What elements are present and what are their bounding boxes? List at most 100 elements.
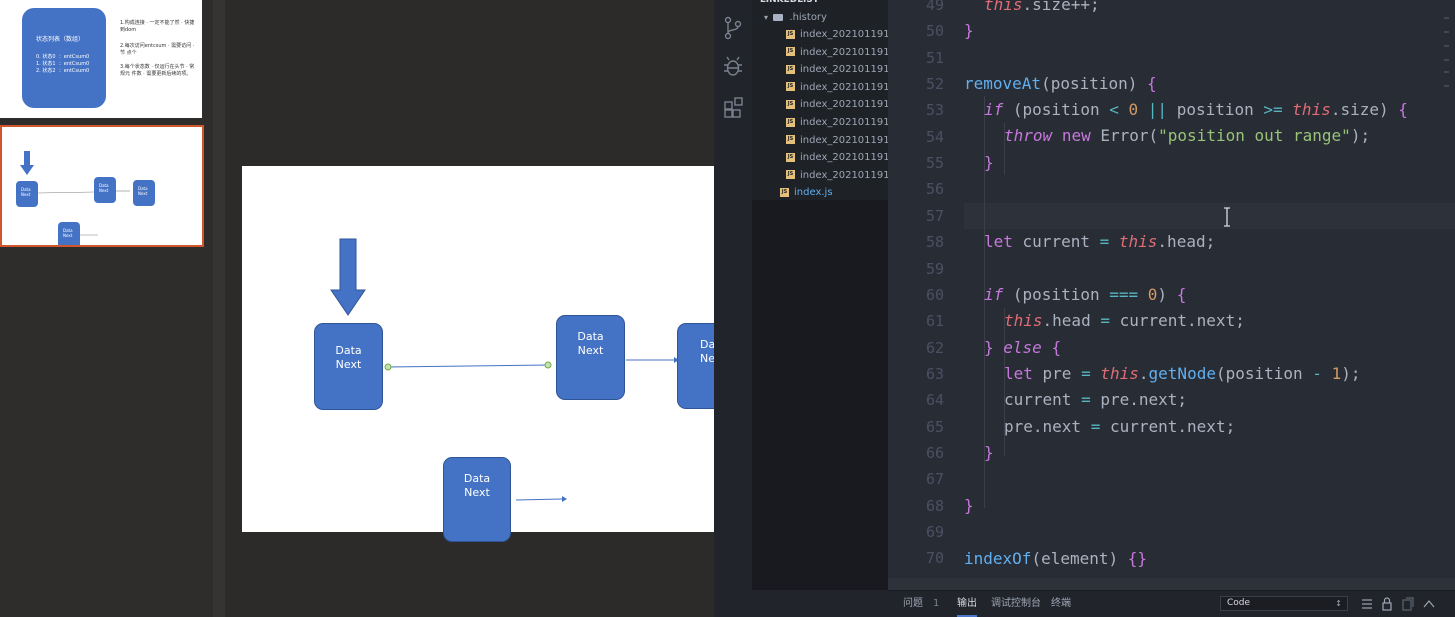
- problems-count-badge: 1: [933, 598, 940, 609]
- code-line-53: if (position < 0 || position >= this.siz…: [984, 100, 1408, 119]
- thumb2-node-3: Data Next: [133, 180, 155, 206]
- history-file-row[interactable]: JS index_202101191...: [752, 132, 888, 149]
- slide-connectors: [330, 238, 679, 502]
- line-number: 59: [925, 259, 944, 278]
- js-file-icon: JS: [786, 82, 795, 92]
- js-file-icon: JS: [786, 117, 795, 127]
- line-number: 62: [925, 338, 944, 357]
- active-tab-underline: [957, 615, 977, 617]
- tab-output[interactable]: 输出: [957, 591, 977, 617]
- line-number: 67: [925, 470, 944, 489]
- slide-thumbnail-panel: 状态列表（数组） 0. 状态0 ：entCsum0 1. 状态1 ：entCsu…: [0, 0, 213, 617]
- history-file-label: index_202101191...: [800, 134, 888, 146]
- history-folder-row[interactable]: ▾ .history: [752, 9, 888, 26]
- js-file-icon: JS: [786, 152, 795, 162]
- open-in-editor-icon[interactable]: [1402, 597, 1414, 611]
- history-file-row[interactable]: JS index_202101191...: [752, 44, 888, 61]
- connector-arrowhead-2: [674, 357, 679, 363]
- minimap-strip[interactable]: [1443, 10, 1451, 100]
- js-file-icon: JS: [786, 47, 795, 57]
- code-line-68: }: [964, 496, 974, 515]
- lock-scroll-icon[interactable]: [1382, 597, 1392, 611]
- connector-handle-start: [384, 363, 392, 371]
- line-number: 56: [925, 180, 944, 199]
- active-file-label: index.js: [794, 187, 833, 198]
- connector-arrowhead-3: [562, 496, 567, 502]
- tab-debug-console[interactable]: 调试控制台: [991, 598, 1041, 609]
- thumb2-arrows: [20, 151, 130, 236]
- folder-open-icon: [773, 13, 784, 21]
- thumb1-note-2: 2.每次访问entcsum · 需要访问 · 节 点个: [120, 43, 195, 56]
- code-line-62: } else {: [984, 338, 1062, 357]
- line-number: 52: [925, 75, 944, 94]
- js-file-icon: JS: [786, 170, 795, 180]
- debug-icon[interactable]: [724, 56, 742, 76]
- activity-bar: [714, 0, 752, 590]
- thumb2-node-4: Data Next: [58, 222, 80, 245]
- down-arrow-shape: [330, 238, 366, 316]
- slides-app: 状态列表（数组） 0. 状态0 ：entCsum0 1. 状态1 ：entCsu…: [0, 0, 715, 617]
- source-control-icon[interactable]: [724, 16, 742, 40]
- code-line-49: this.size++;: [984, 0, 1100, 14]
- history-file-row[interactable]: JS index_202101191...: [752, 167, 888, 184]
- output-channel-select[interactable]: Code ↕: [1220, 596, 1348, 611]
- clear-output-icon[interactable]: [1362, 599, 1372, 609]
- history-file-label: index_202101191...: [800, 152, 888, 164]
- horizontal-scrollbar[interactable]: [888, 578, 1455, 590]
- history-file-label: index_202101191...: [800, 81, 888, 93]
- history-file-label: index_202101191...: [800, 64, 888, 76]
- history-file-row[interactable]: JS index_202101191...: [752, 79, 888, 96]
- thumbnail-panel-divider[interactable]: [213, 0, 225, 617]
- history-file-row[interactable]: JS index_202101191...: [752, 149, 888, 166]
- text-cursor-icon: [1222, 207, 1232, 227]
- select-arrows-icon: ↕: [1335, 599, 1342, 608]
- indent-guide-3: [1004, 308, 1005, 456]
- code-line-65: pre.next = current.next;: [1004, 417, 1236, 436]
- chevron-down-icon: ▾: [764, 13, 769, 22]
- code-line-63: let pre = this.getNode(position - 1);: [1004, 364, 1361, 383]
- thumb2-node-1: Data Next: [16, 181, 38, 207]
- explorer-empty-space: [752, 200, 888, 590]
- line-number: 49: [925, 0, 944, 14]
- line-number: 57: [925, 206, 944, 225]
- history-file-label: index_202101191...: [800, 29, 888, 40]
- code-line-70: indexOf(element) {}: [964, 549, 1148, 568]
- line-number: 69: [925, 523, 944, 541]
- line-number: 54: [925, 127, 944, 146]
- line-number: 55: [925, 154, 944, 173]
- history-file-label: index_202101191...: [800, 46, 888, 58]
- indent-guide-1: [984, 96, 985, 508]
- code-line-55: }: [984, 153, 994, 172]
- code-line-50: }: [964, 21, 974, 40]
- tab-terminal[interactable]: 终端: [1051, 598, 1071, 609]
- maximize-panel-icon[interactable]: [1423, 600, 1435, 608]
- line-number: 51: [925, 48, 944, 67]
- line-number: 65: [925, 417, 944, 436]
- thumb1-rounded-box: [22, 8, 106, 108]
- slide-thumbnail-1[interactable]: 状态列表（数组） 0. 状态0 ：entCsum0 1. 状态1 ：entCsu…: [0, 0, 202, 118]
- line-number: 53: [925, 101, 944, 120]
- indent-guide-2: [1004, 123, 1005, 175]
- code-line-66: }: [984, 443, 994, 462]
- line-number: 63: [925, 364, 944, 383]
- history-file-label: index_202101191...: [800, 169, 888, 181]
- code-line-52: removeAt(position) {: [964, 74, 1157, 93]
- line-number: 61: [925, 312, 944, 331]
- explorer-section-header[interactable]: LINKEDLIST: [760, 0, 819, 5]
- js-file-icon: JS: [786, 135, 795, 145]
- extensions-icon[interactable]: [724, 97, 743, 118]
- slide-thumbnail-2-selected[interactable]: Data Next Data Next Data Next Data Next: [0, 125, 204, 247]
